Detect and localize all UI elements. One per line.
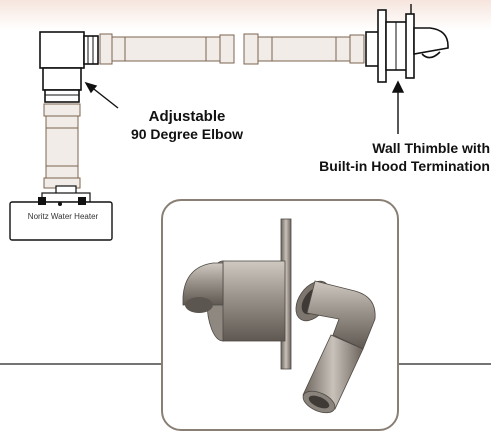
water-heater-icon	[9, 185, 113, 241]
thimble-label-line1: Wall Thimble with	[372, 140, 490, 156]
thimble-label-line2: Built-in Hood Termination	[319, 158, 490, 174]
pipe-elbow-icon	[39, 31, 99, 103]
thimble-collar	[222, 260, 286, 342]
elbow-label-line1: Adjustable	[148, 108, 226, 125]
water-heater-label: Noritz Water Heater	[27, 212, 99, 221]
horizontal-pipe-run	[99, 33, 365, 65]
elbow-label-line2: 90 Degree Elbow	[130, 126, 244, 142]
wall-thimble-icon	[365, 4, 449, 83]
top-band	[0, 0, 491, 30]
hood-opening	[185, 297, 213, 313]
hood-termination	[182, 262, 224, 306]
vertical-pipe	[43, 103, 81, 189]
thimble-callout-arrow	[391, 80, 405, 134]
elbow-fitting	[295, 280, 376, 414]
vent-kit-photo-frame	[161, 199, 399, 431]
vent-kit-photo	[182, 218, 376, 414]
elbow-callout-arrow	[84, 81, 119, 109]
